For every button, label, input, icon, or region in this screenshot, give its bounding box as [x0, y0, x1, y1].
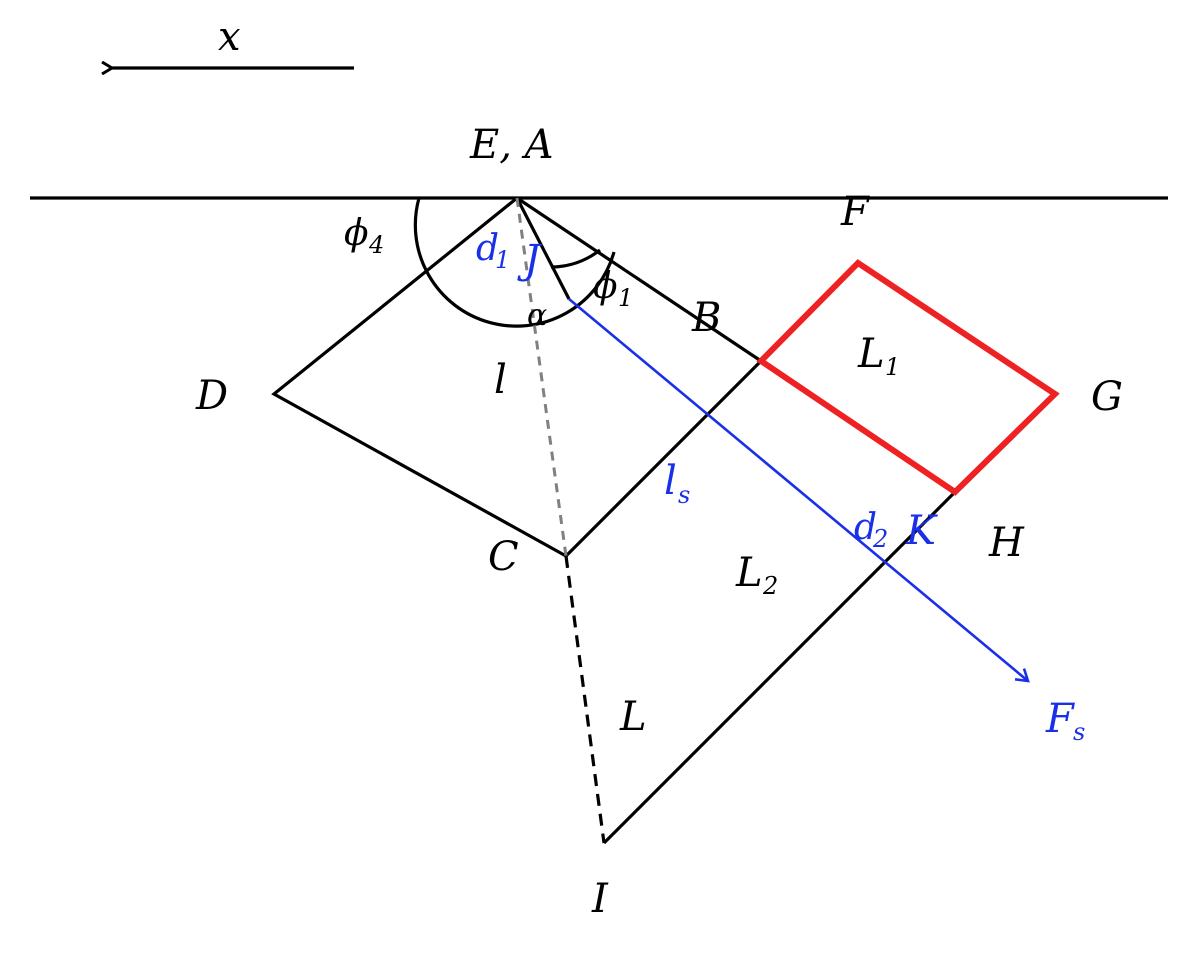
- link-A-J: [515, 197, 571, 300]
- angle-arc-phi1: [550, 248, 601, 269]
- label-G: G: [1091, 374, 1123, 420]
- label-I: I: [591, 876, 609, 922]
- label-C: C: [488, 534, 519, 580]
- force-line: [568, 298, 1028, 681]
- label-L: L: [619, 694, 647, 740]
- label-ls: l: [664, 458, 677, 504]
- label-d2: d: [854, 507, 877, 548]
- label-force-Fs: F: [1045, 696, 1075, 742]
- label-D: D: [195, 373, 228, 419]
- label-force-Fs-sub: s: [1073, 718, 1085, 746]
- label-alpha: α: [527, 298, 547, 333]
- label-L1-sub: 1: [885, 353, 900, 381]
- label-l: l: [494, 357, 507, 403]
- label-d2-sub: 2: [872, 525, 888, 553]
- x-axis-label: x: [218, 14, 241, 60]
- link-A-B: [516, 196, 762, 363]
- label-phi1: ϕ: [593, 266, 618, 307]
- label-B: B: [691, 295, 721, 341]
- dashed-line-C-I: [564, 555, 606, 844]
- label-H: H: [988, 520, 1025, 566]
- link-H-I: [602, 490, 957, 845]
- label-J: J: [517, 237, 542, 283]
- label-d1: d: [476, 228, 499, 269]
- label-L2: L: [735, 550, 763, 596]
- link-B-C: [564, 359, 763, 558]
- link-A-D-C: [271, 196, 567, 558]
- label-EA: E, A: [469, 122, 554, 168]
- label-K: K: [905, 508, 938, 554]
- dashed-line-A-C: [515, 197, 568, 557]
- label-F: F: [840, 189, 870, 235]
- red-box-L1: [756, 259, 1060, 496]
- label-L2-sub: 2: [762, 572, 778, 600]
- label-L1: L: [857, 331, 885, 377]
- label-phi4: ϕ: [344, 213, 369, 254]
- angle-arc-phi4: [413, 197, 616, 328]
- label-phi4-sub: 4: [368, 231, 384, 259]
- label-ls-sub: s: [678, 481, 690, 509]
- label-phi1-sub: 1: [618, 284, 633, 312]
- label-d1-sub: 1: [495, 246, 510, 274]
